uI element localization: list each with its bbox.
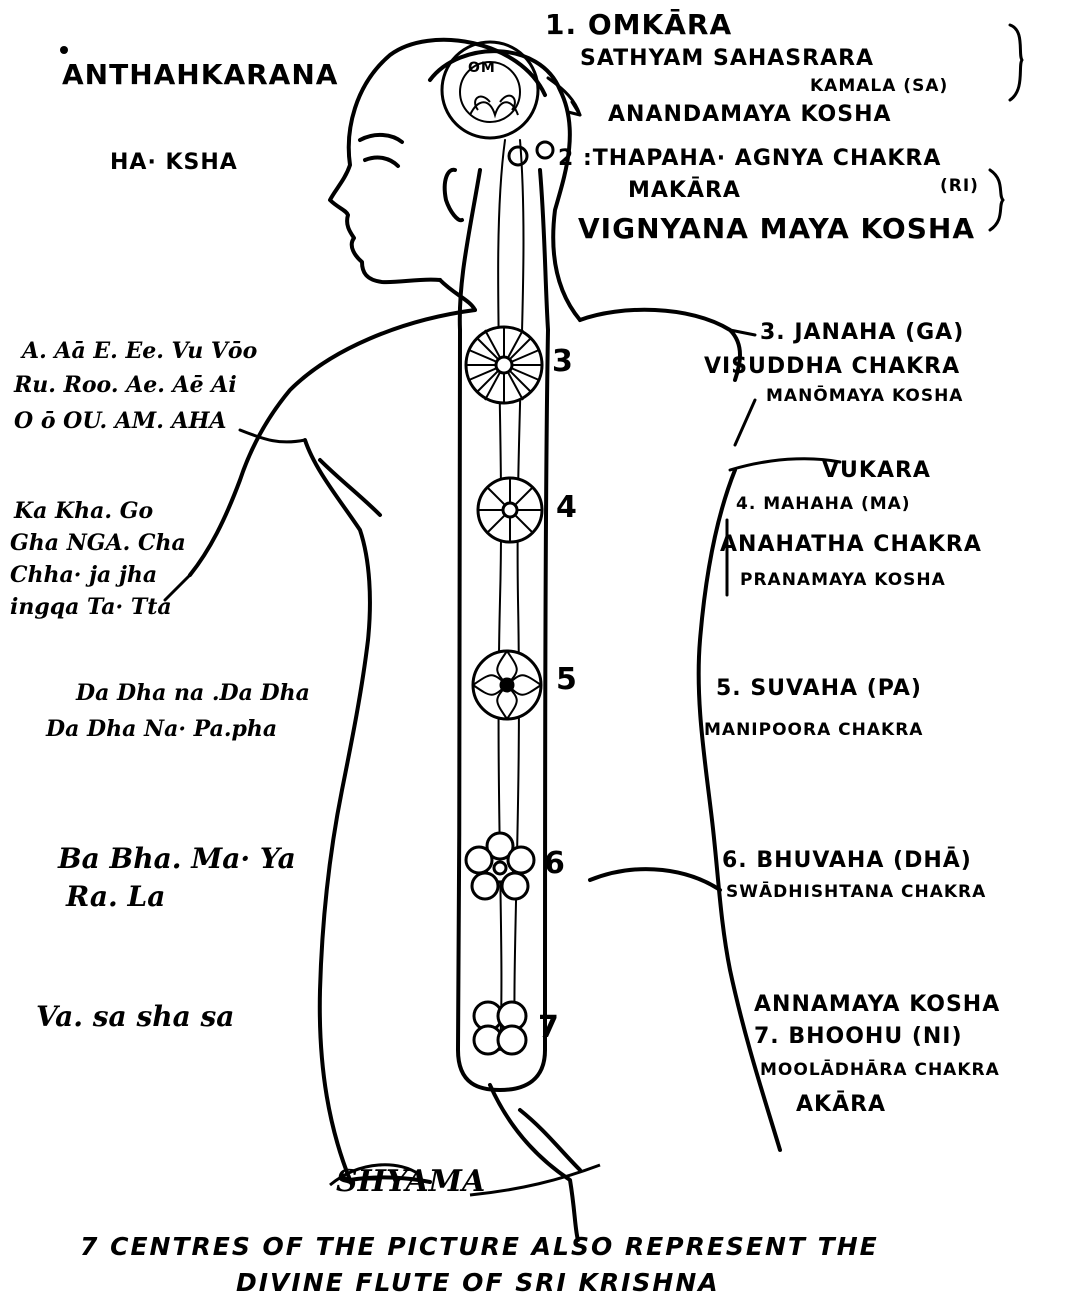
c3-manomaya: MANŌMAYA KOSHA — [766, 386, 963, 406]
c5-manipoora: MANIPOORA CHAKRA — [704, 720, 923, 740]
c1-kamala: KAMALA (SA) — [810, 76, 948, 96]
caption-line-2: DIVINE FLUTE OF SRI KRISHNA — [236, 1268, 720, 1297]
artist-signature: SHYAMA — [336, 1164, 485, 1199]
agnya-bead-left — [509, 147, 527, 165]
group4-line-3: Chha· ja jha — [10, 562, 157, 588]
buttocks-line — [490, 1085, 578, 1240]
c2-thapaha: 2 :THAPAHA· AGNYA CHAKRA — [558, 146, 941, 171]
bracket-1 — [1010, 25, 1022, 100]
c7-akara: AKĀRA — [796, 1092, 886, 1117]
c4-vukara: VUKARA — [822, 458, 931, 483]
spine-right-side — [540, 170, 548, 330]
head-outline — [330, 40, 545, 282]
right-hip — [590, 869, 720, 890]
c1-omkara: 1. OMKĀRA — [545, 8, 732, 41]
hair-line — [430, 51, 580, 320]
pointer-left-vowels — [240, 430, 305, 442]
eye — [365, 158, 398, 166]
group4-line-2: Gha NGA. Cha — [10, 530, 186, 556]
group6-line-2: Ra. La — [66, 880, 165, 913]
c1-anandamaya: ANANDAMAYA KOSHA — [608, 102, 892, 127]
c6-swadhishtana: SWĀDHISHTANA CHAKRA — [726, 882, 986, 902]
c4-pranamaya: PRANAMAYA KOSHA — [740, 570, 946, 590]
group7-line-1: Va. sa sha sa — [36, 1000, 234, 1033]
pointer-3b — [735, 400, 755, 445]
bracket-2 — [990, 170, 1003, 230]
c7-mooladhara: MOOLĀDHĀRA CHAKRA — [760, 1060, 1000, 1080]
vowels-line-1: A. Aā E. Ee. Vu Vōo — [22, 338, 257, 364]
spine-number-6: 6 — [544, 846, 565, 881]
c4-mahaha: 4. MAHAHA (MA) — [736, 494, 911, 514]
c3-janaha: 3. JANAHA (GA) — [760, 320, 964, 345]
spine-number-7: 7 — [538, 1010, 559, 1045]
c4-anahatha: ANAHATHA CHAKRA — [720, 532, 982, 557]
anthahkarana-label: ANTHAHKARANA — [62, 58, 338, 91]
left-back-contour — [305, 440, 370, 1180]
group5-line-1: Da Dha na .Da Dha — [76, 680, 310, 706]
nadi-pingala — [514, 140, 523, 1050]
buttocks-line-2 — [520, 1110, 580, 1170]
lotus-petals — [470, 96, 518, 115]
chakra-4-flower — [478, 478, 542, 542]
chakra-3-flower — [466, 327, 542, 403]
vowels-line-3: O ō OU. AM. AHA — [14, 408, 226, 434]
c6-bhuvaha: 6. BHUVAHA (DHĀ) — [722, 848, 972, 873]
bullet-dot — [60, 46, 68, 54]
group4-line-4: ingqa Ta· Tta — [10, 594, 172, 620]
sahasrara-circle — [442, 42, 538, 138]
c2-vignyana: VIGNYANA MAYA KOSHA — [578, 212, 975, 245]
ear — [445, 170, 462, 220]
c7-annamaya: ANNAMAYA KOSHA — [754, 992, 1000, 1017]
agnya-bead-right — [537, 142, 553, 158]
om-symbol: OM — [468, 60, 496, 76]
spine-number-5: 5 — [556, 662, 577, 697]
c1-sathyam: SATHYAM SAHASRARA — [580, 46, 874, 71]
neck-front — [440, 280, 475, 310]
c5-suvaha: 5. SUVAHA (PA) — [716, 676, 922, 701]
c7-bhoohu: 7. BHOOHU (NI) — [754, 1024, 963, 1049]
c2-makara: MAKĀRA — [628, 178, 741, 203]
vowels-line-2: Ru. Roo. Ae. Aē Ai — [14, 372, 237, 398]
nadi-ida — [498, 140, 505, 1050]
spine-number-3: 3 — [552, 344, 573, 379]
group6-line-1: Ba Bha. Ma· Ya — [58, 842, 296, 875]
chakra-5-flower — [473, 651, 541, 719]
c2-ri: (RI) — [940, 176, 979, 196]
caption-line-1: 7 CENTRES OF THE PICTURE ALSO REPRESENT … — [80, 1232, 879, 1261]
group4-line-1: Ka Kha. Go — [14, 498, 153, 524]
haksha-label: HA· KSHA — [110, 150, 238, 175]
spine-number-4: 4 — [556, 490, 577, 525]
group5-line-2: Da Dha Na· Pa.pha — [46, 716, 277, 742]
c3-visuddha: VISUDDHA CHAKRA — [704, 354, 960, 379]
eyebrow — [360, 135, 402, 142]
